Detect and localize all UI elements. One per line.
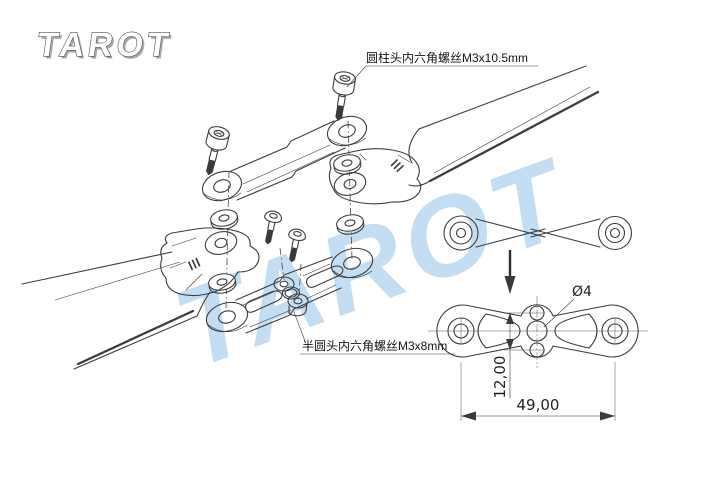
assembly-direction-arrow xyxy=(504,250,516,294)
left-propeller-blade xyxy=(21,227,260,370)
logo-shadow-text: TAROT xyxy=(37,29,177,67)
button-screw-callout: 半圆头内六角螺丝M3x8mm xyxy=(293,311,456,355)
center-hub xyxy=(273,276,309,317)
hole-diameter-callout: Ø4 xyxy=(543,284,592,328)
upper-blade-clamp-assembly xyxy=(197,65,600,205)
cap-screw-right xyxy=(327,69,357,124)
cap-screw-leader-line xyxy=(346,65,367,88)
blade-marking xyxy=(187,257,201,271)
right-propeller-blade xyxy=(328,65,600,205)
overall-length-text: 49,00 xyxy=(517,396,560,414)
cap-screw-label: 圆柱头内六角螺丝M3x10.5mm xyxy=(366,50,528,65)
hole-diameter-text: Ø4 xyxy=(572,284,592,300)
button-screw-label: 半圆头内六角螺丝M3x8mm xyxy=(302,339,447,353)
button-screw-leader-line xyxy=(293,311,306,342)
cap-screw-callout: 圆柱头内六角螺丝M3x10.5mm xyxy=(346,50,539,88)
button-screw-a-axis xyxy=(279,247,285,281)
lower-blade-clamp-assembly xyxy=(21,207,374,370)
overall-length-dimension: 49,00 xyxy=(460,362,616,421)
lower-clamp-plate xyxy=(205,247,374,334)
cap-screw-left xyxy=(197,124,232,179)
tarot-watermark: TAROT xyxy=(160,134,588,392)
clamp-plate-top-view xyxy=(443,215,633,251)
upper-clamp-plate xyxy=(201,115,368,202)
logo-text: TAROT xyxy=(35,26,175,64)
hole-spacing-text: 12,00 xyxy=(491,356,509,399)
left-axis-line xyxy=(225,170,230,309)
clamp-plate-dimension-view: Ø4 12,00 49,00 xyxy=(428,250,648,421)
tarot-logo: TAROT TAROT xyxy=(34,26,177,67)
hole-spacing-dimension: 12,00 xyxy=(491,312,530,399)
watermark-text: TAROT xyxy=(160,134,588,392)
blade-marking xyxy=(390,158,405,173)
